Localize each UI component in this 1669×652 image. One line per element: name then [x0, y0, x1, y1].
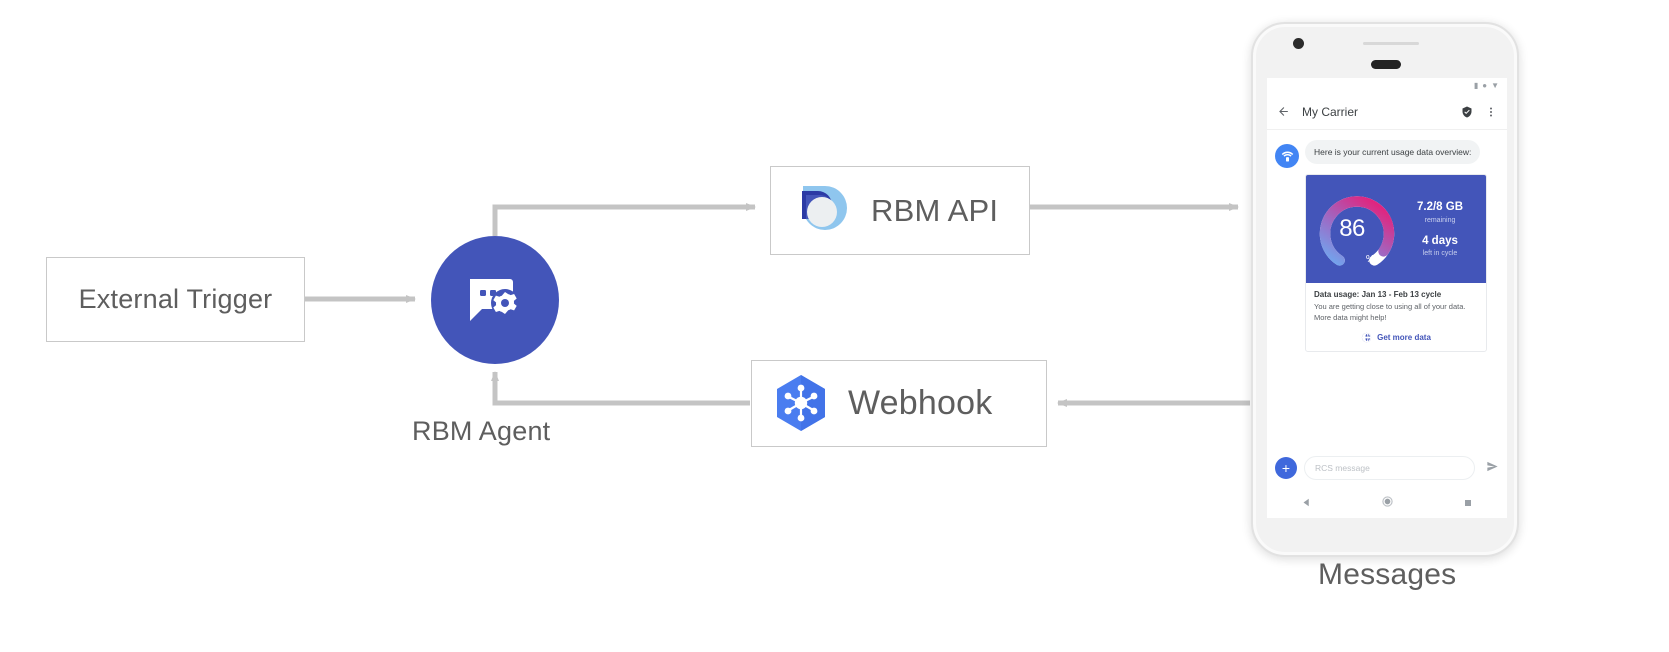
wifi-icon: ● [1482, 81, 1488, 90]
card-title: Data usage: Jan 13 - Feb 13 cycle [1314, 290, 1442, 299]
chat-gear-icon [470, 279, 519, 321]
verified-shield-icon[interactable] [1461, 106, 1473, 118]
node-rbm-agent[interactable] [431, 236, 559, 364]
gauge-percent: 86 % [1314, 186, 1400, 272]
front-camera-icon [1293, 38, 1304, 49]
phone-device: ▮ ● ▼ My Carrier [1251, 22, 1519, 557]
usage-gauge: 86 % [1314, 186, 1400, 272]
nav-back-icon[interactable] [1302, 494, 1311, 512]
attach-plus-button[interactable]: + [1275, 457, 1297, 479]
phone-top-bezel [1253, 24, 1517, 80]
back-arrow-icon[interactable] [1277, 105, 1290, 118]
rcs-message-input[interactable]: RCS message [1304, 456, 1475, 480]
hexagon-nodes-icon [777, 374, 825, 431]
node-webhook[interactable]: Webhook [751, 360, 1047, 447]
nav-recents-icon[interactable] [1464, 494, 1472, 512]
app-bar: My Carrier [1267, 94, 1507, 130]
get-more-data-button[interactable]: Get more data [1314, 332, 1478, 345]
card-text-line-2: More data might help! [1314, 312, 1387, 322]
rcs-message-placeholder: RCS message [1315, 463, 1370, 473]
android-nav-bar [1267, 488, 1507, 518]
get-more-data-label: Get more data [1377, 332, 1431, 342]
sensor-strip [1363, 42, 1419, 45]
rbm-agent-caption: RBM Agent [412, 416, 551, 446]
phone-screen: ▮ ● ▼ My Carrier [1267, 78, 1507, 518]
node-external-trigger[interactable]: External Trigger [46, 257, 305, 342]
node-rbm-api[interactable]: RBM API [770, 166, 1030, 255]
send-icon[interactable] [1482, 460, 1499, 476]
nav-home-icon[interactable] [1382, 494, 1393, 512]
data-remaining-label: remaining [1424, 216, 1456, 224]
conversation-title: My Carrier [1302, 104, 1358, 119]
webhook-label: Webhook [848, 384, 993, 422]
earpiece-speaker [1371, 60, 1401, 69]
rbm-droplet-icon [797, 185, 847, 230]
days-left-value: 4 days [1422, 234, 1458, 247]
messages-caption: Messages [1318, 558, 1457, 591]
signal-icon: ▮ [1473, 81, 1479, 90]
card-hero-stats: 7.2/8 GB remaining 4 days left in cycle [1400, 201, 1480, 256]
message-thread: Here is your current usage data overview… [1267, 130, 1507, 477]
card-hero: 86 % 7.2/8 GB remaining 4 days lef [1306, 175, 1486, 283]
message-composer: + RCS message [1267, 448, 1507, 488]
battery-icon: ▼ [1491, 81, 1499, 90]
more-vertical-icon[interactable] [1485, 106, 1497, 118]
rbm-api-label: RBM API [871, 192, 999, 228]
incoming-message-row: Here is your current usage data overview… [1275, 140, 1499, 168]
data-remaining-block: 7.2/8 GB remaining [1417, 201, 1463, 223]
external-trigger-label: External Trigger [78, 284, 273, 314]
card-text-line-1: You are getting close to using all of yo… [1314, 302, 1466, 311]
gauge-percent-value: 86 [1339, 215, 1365, 242]
globe-icon [1362, 332, 1372, 342]
incoming-message-text: Here is your current usage data overview… [1305, 140, 1481, 165]
status-bar: ▮ ● ▼ [1267, 78, 1507, 94]
days-left-block: 4 days left in cycle [1422, 235, 1458, 257]
rich-card[interactable]: 86 % 7.2/8 GB remaining 4 days lef [1305, 174, 1487, 352]
data-remaining-value: 7.2/8 GB [1416, 201, 1464, 214]
carrier-avatar-icon [1275, 144, 1299, 168]
gauge-percent-symbol: % [1365, 254, 1375, 265]
card-body: Data usage: Jan 13 - Feb 13 cycle You ar… [1306, 283, 1486, 351]
days-left-label: left in cycle [1422, 249, 1458, 257]
